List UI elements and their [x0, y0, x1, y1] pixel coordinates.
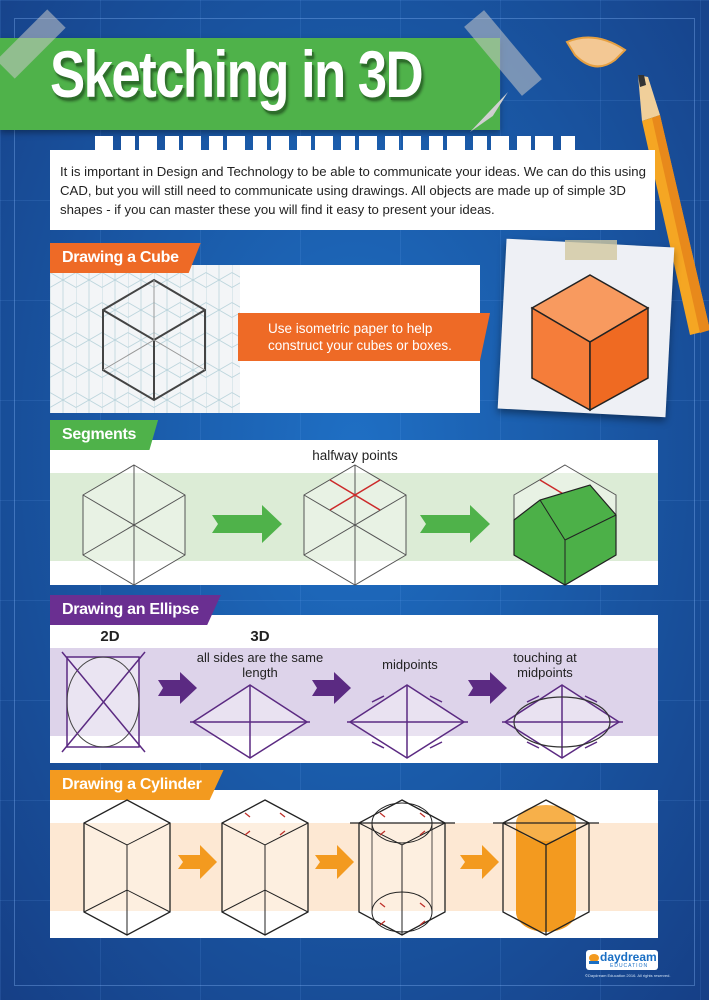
title-banner — [0, 38, 500, 130]
brand-logo — [586, 950, 658, 970]
label-midpoints: midpoints — [382, 657, 438, 672]
section-heading-cylinder: Drawing a Cylinder — [50, 770, 224, 800]
cylinder-diagram — [83, 799, 599, 936]
cube-callout: Use isometric paper to help construct yo… — [238, 313, 490, 361]
blueprint-frame — [14, 18, 695, 986]
section-heading-ellipse: Drawing an Ellipse — [50, 595, 221, 625]
pencil-icon — [638, 75, 709, 335]
label-3d: 3D — [250, 628, 270, 645]
ellipse-diagram — [61, 651, 623, 759]
page-title: Sketching in 3D — [50, 37, 424, 111]
label-same-length: all sides are the same length — [196, 650, 324, 680]
tape-strip — [565, 240, 617, 260]
segments-diagram — [82, 464, 617, 586]
pencil-shaving-icon — [565, 36, 627, 68]
section-heading-cube: Drawing a Cube — [50, 243, 201, 273]
intro-text: It is important in Design and Technology… — [60, 164, 646, 217]
halfway-points-label: halfway points — [312, 448, 398, 463]
brain-logo-icon — [589, 954, 599, 964]
brand-subtitle: EDUCATION — [610, 963, 649, 969]
isometric-grid — [50, 265, 240, 413]
orange-cube-illustration — [530, 274, 650, 412]
copyright-text: ©Daydream Education 2016. All rights res… — [585, 973, 671, 978]
intro-panel — [50, 150, 655, 230]
brand-name: daydream — [600, 950, 657, 964]
label-2d: 2D — [100, 628, 120, 645]
section-heading-segments: Segments — [50, 420, 159, 450]
label-touching: touching at midpoints — [513, 650, 577, 680]
